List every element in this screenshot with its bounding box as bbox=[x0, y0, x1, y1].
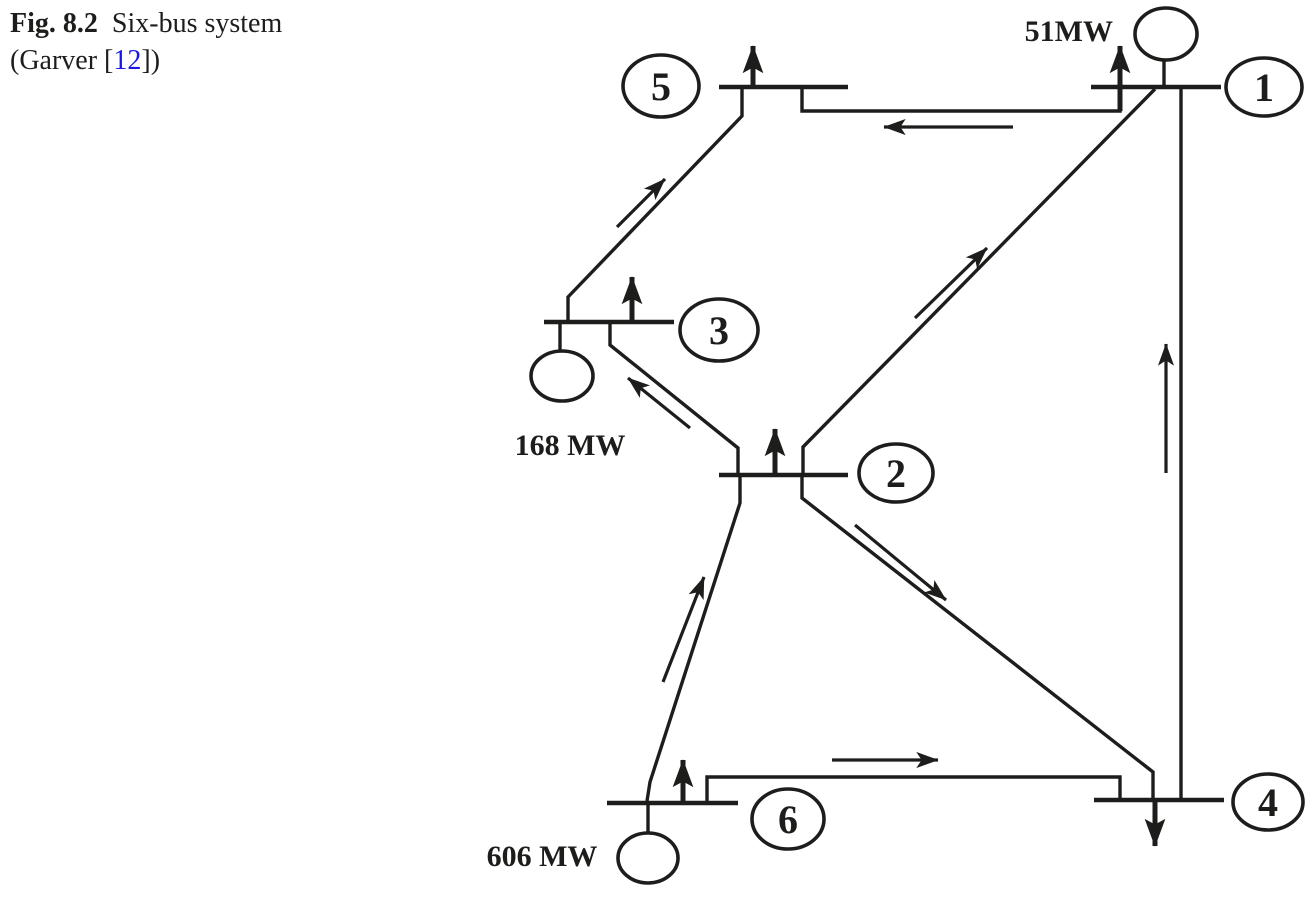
line-2-6 bbox=[645, 477, 742, 802]
figure-title: Six-bus system bbox=[111, 8, 283, 39]
figure-credit-suffix: ]) bbox=[141, 45, 161, 76]
bus-4-label: 4 bbox=[1258, 780, 1278, 825]
bus-3-label: 3 bbox=[709, 308, 729, 353]
generator-3-symbol bbox=[529, 349, 595, 403]
generator-bus-1 bbox=[1133, 6, 1199, 87]
bus-4-circle bbox=[1231, 772, 1305, 832]
line-2-3 bbox=[608, 324, 740, 473]
generator-bus-6 bbox=[616, 803, 680, 885]
bus-node-1: 1 bbox=[1224, 56, 1304, 118]
flow-arrow-2-to-4 bbox=[853, 523, 948, 602]
line-3-5 bbox=[566, 89, 744, 320]
figure-caption: Fig. 8.2 Six-bus system (Garver [12]) bbox=[10, 5, 410, 79]
load-arrows bbox=[621, 45, 1166, 847]
bus-2-label: 2 bbox=[886, 451, 906, 496]
bus-2-circle bbox=[857, 442, 935, 504]
generator-1-output-label: 51MW bbox=[1025, 15, 1113, 48]
bus-node-5: 5 bbox=[621, 53, 701, 119]
line-6-4 bbox=[705, 775, 1122, 801]
reference-link[interactable]: 12 bbox=[113, 45, 142, 76]
bus-3-circle bbox=[678, 297, 760, 363]
line-1-5 bbox=[800, 89, 1122, 113]
generator-bus-3 bbox=[529, 322, 595, 403]
flow-arrow-3-to-5 bbox=[615, 177, 667, 229]
figure-number: Fig. 8.2 bbox=[10, 8, 98, 39]
flow-arrow-2-to-3 bbox=[626, 376, 692, 430]
generator-3-output-label: 168 MW bbox=[515, 429, 626, 462]
figure-credit-prefix: (Garver [ bbox=[10, 45, 114, 76]
bus-node-3: 3 bbox=[678, 297, 760, 363]
flow-arrows bbox=[615, 118, 1175, 769]
bus-bars bbox=[544, 84, 1224, 806]
line-2-4 bbox=[800, 477, 1155, 798]
bus-6-label: 6 bbox=[778, 797, 798, 842]
flow-arrow-2-to-1 bbox=[913, 246, 989, 320]
generator-1-symbol bbox=[1133, 6, 1199, 62]
bus-6-circle bbox=[750, 787, 826, 851]
flow-arrow-6-to-2 bbox=[661, 576, 706, 683]
generator-6-symbol bbox=[616, 831, 680, 885]
bus-5-circle bbox=[621, 53, 701, 119]
generator-6-output-label: 606 MW bbox=[487, 840, 598, 873]
bus-1-label: 1 bbox=[1254, 65, 1274, 110]
bus-5-label: 5 bbox=[651, 64, 671, 109]
line-2-1 bbox=[801, 87, 1157, 473]
bus-node-6: 6 bbox=[750, 787, 826, 851]
bus-node-4: 4 bbox=[1231, 772, 1305, 832]
transmission-lines bbox=[566, 87, 1183, 802]
bus-node-2: 2 bbox=[857, 442, 935, 504]
bus-1-circle bbox=[1224, 56, 1304, 118]
